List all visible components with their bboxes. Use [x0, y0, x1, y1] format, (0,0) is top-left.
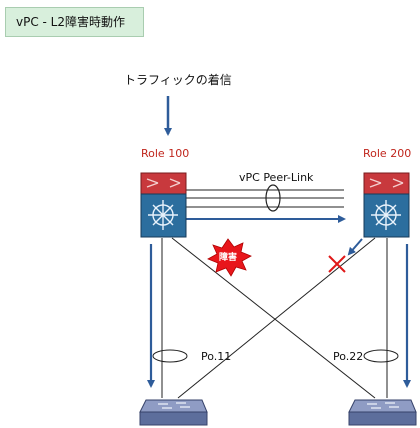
right-role-label: Role 200	[363, 147, 412, 160]
right-core-switch	[363, 172, 410, 238]
fault-label: 障害	[219, 253, 238, 263]
peer-link-lines	[186, 184, 344, 212]
left-core-switch	[140, 172, 187, 238]
right-access-switch	[348, 399, 417, 426]
uplink-lines	[152, 237, 399, 399]
peer-link-label: vPC Peer-Link	[239, 171, 314, 184]
diagram-title: vPC - L2障害時動作	[5, 7, 144, 37]
fault-burst-icon	[207, 238, 252, 277]
left-access-switch	[139, 399, 208, 426]
blocked-traffic-arrow	[347, 238, 363, 256]
left-port-channel-label: Po.11	[201, 350, 232, 363]
blocked-cross-icon	[328, 255, 346, 273]
left-role-label: Role 100	[141, 147, 190, 160]
traffic-incoming-label: トラフィックの着信	[124, 73, 232, 87]
right-port-channel-label: Po.22	[333, 350, 364, 363]
